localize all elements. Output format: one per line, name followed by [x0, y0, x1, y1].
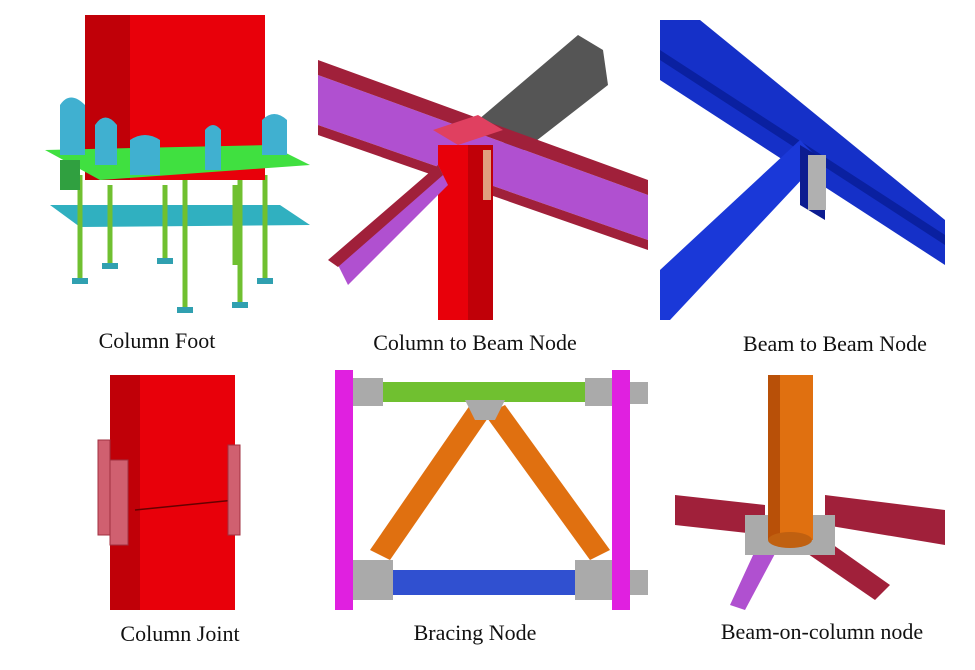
anchor-bolts: [77, 175, 268, 310]
left-brace: [370, 405, 490, 560]
right-column: [612, 370, 630, 610]
bracing-node-illustration: [335, 370, 648, 610]
caption-column-joint: Column Joint: [120, 621, 240, 646]
stiffeners: [60, 97, 287, 175]
beam-on-column-illustration: [675, 375, 945, 610]
caption-bracing-node: Bracing Node: [413, 620, 537, 645]
base-plate-lower: [50, 205, 310, 227]
caption-beam-to-beam: Beam to Beam Node: [743, 331, 927, 356]
caption-column-foot: Column Foot: [98, 328, 216, 353]
column-foot-illustration: [45, 15, 310, 313]
bolt-plate: [483, 150, 491, 200]
caption-column-to-beam: Column to Beam Node: [373, 330, 577, 355]
connection-plate: [808, 155, 826, 210]
top-beam: [375, 382, 600, 402]
bolt-feet: [72, 258, 273, 313]
left-column: [335, 370, 353, 610]
splice-line: [134, 499, 236, 511]
left-beam: [675, 495, 765, 535]
caption-beam-on-column: Beam-on-column node: [720, 619, 924, 644]
right-brace: [485, 405, 610, 560]
cap-plate: [433, 115, 503, 145]
right-beam: [825, 495, 945, 545]
column-to-beam-illustration: [318, 35, 648, 320]
cross-beam: [338, 165, 448, 285]
secondary-beam: [660, 140, 820, 320]
gusset-plates: [353, 378, 648, 600]
beam-to-beam-illustration: [660, 20, 945, 320]
splice-plates: [97, 439, 241, 546]
grey-beam: [478, 35, 608, 155]
bottom-beam: [365, 570, 600, 595]
column-joint-illustration: [97, 375, 241, 610]
